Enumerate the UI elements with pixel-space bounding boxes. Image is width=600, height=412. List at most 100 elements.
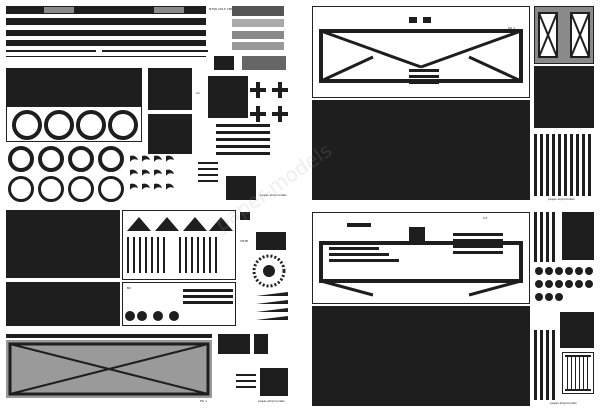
strip-label-1: NTSR 2015 CNTR-EX: [209, 7, 240, 11]
hull-panel-bottom: C3: [312, 212, 530, 304]
top-strip-1-gray-b: [154, 7, 184, 13]
crescent-parts: [130, 155, 174, 190]
vertical-bars-bottom-right: [534, 212, 555, 262]
parts-cluster-lower: [122, 210, 236, 280]
lower-bar-1: [183, 289, 233, 292]
wheel-2: [38, 146, 64, 172]
wheel-1: [8, 146, 34, 172]
ring-1: [12, 110, 42, 140]
dot-3: [153, 311, 163, 321]
wheel-3: [68, 146, 94, 172]
wheel-4: [98, 146, 124, 172]
strip-label-2: BLAK CNTR-EX FMR1: [84, 36, 116, 40]
part-label-c: C3: [483, 216, 488, 220]
bar-stack-4: [216, 145, 270, 148]
triangle-parts: [127, 217, 233, 231]
dark-panel-lower-left-2: [6, 282, 120, 326]
stamp-lower-left: paper-shipmodels: [258, 399, 285, 403]
thin-rule-3: [6, 56, 206, 57]
thin-rule-2: [102, 50, 208, 52]
stamp-lower-right: paper-shipmodels: [550, 401, 577, 405]
wheel-5: [8, 176, 34, 202]
top-strip-1: [6, 6, 206, 14]
ring-4: [108, 110, 138, 140]
hull-frame-top: [319, 17, 523, 84]
hull-frame-bottom-left: [8, 342, 210, 396]
small-dark-box-2: [256, 232, 286, 250]
dark-hull-block-bottom: [312, 306, 530, 406]
part-label-b: B2: [127, 286, 131, 290]
pin-parts: [127, 237, 217, 273]
ring-panel-upper: [6, 106, 142, 142]
dark-box-bottom-mid-2: [254, 334, 268, 354]
dark-panel-lower-left: [6, 210, 120, 278]
wedge-parts: [256, 292, 288, 320]
dark-hull-block-top: [312, 100, 530, 200]
ladder-part: [562, 352, 594, 394]
stamp-upper-right: paper-shipmodels: [548, 197, 575, 201]
top-strip-3: [6, 30, 206, 36]
mini-part-6: [242, 56, 286, 70]
small-bars-lower: [198, 162, 218, 164]
hull-panel-bottom-left: [6, 340, 212, 398]
wheel-6: [38, 176, 64, 202]
frame-part-top-right: [534, 6, 594, 64]
bar-stack-3: [216, 138, 270, 141]
ring-3: [76, 110, 106, 140]
parts-cluster-lower-2: B2: [122, 282, 236, 326]
dot-1: [125, 311, 135, 321]
lower-bar-2: [183, 295, 233, 298]
top-strip-4: [6, 40, 206, 46]
mid-label: CNTR: [240, 239, 249, 243]
dark-panel-top-left: [6, 68, 142, 106]
dot-2: [137, 311, 147, 321]
mini-part-2: [232, 19, 284, 27]
dark-box-bottom-mid-1: [218, 334, 250, 354]
top-strip-1-gray-a: [44, 7, 74, 13]
vertical-bars-top-right: [534, 134, 591, 196]
small-bars-lower-3: [198, 174, 218, 176]
vertical-bars-bottom-right-2: [534, 330, 555, 400]
dark-square-bottom-right-2: [560, 312, 594, 348]
frame-top-right-shape: [538, 12, 590, 58]
bar-stack-5: [216, 152, 270, 155]
mini-part-4: [232, 42, 284, 50]
dot-grid-bottom-right: [535, 267, 593, 301]
dark-box-bottom-mid-3: [260, 368, 288, 396]
small-bar-bottom-3: [236, 386, 256, 388]
ring-2: [44, 110, 74, 140]
wheel-7: [68, 176, 94, 202]
hull-title-top: PG 1: [508, 26, 515, 30]
hull-panel-top: PG 1: [312, 6, 530, 98]
wheel-8: [98, 176, 124, 202]
ladder-shape: [565, 355, 591, 391]
small-bar-bottom-2: [236, 380, 256, 382]
gear-wheel-part: [252, 254, 286, 288]
lower-bar-3: [183, 301, 233, 304]
bottom-tag: PG 1: [200, 399, 207, 403]
stamp-upper-left: paper-shipmodels: [260, 193, 287, 197]
mini-part-1: [232, 6, 284, 16]
part-label-a: A1: [196, 91, 200, 95]
bar-stack-1: [216, 124, 270, 127]
dark-square-1: [148, 68, 192, 110]
dark-square-bottom-right: [562, 212, 594, 260]
thin-rule-1: [6, 50, 96, 52]
hull-frame-bottom: [319, 223, 523, 297]
cross-parts: [250, 82, 288, 122]
top-strip-2: [6, 18, 206, 25]
small-bar-bottom-1: [236, 374, 256, 376]
small-bars-lower-2: [198, 168, 218, 170]
dark-block-lower: [226, 176, 256, 200]
small-dark-box-1: [240, 212, 250, 220]
dot-4: [169, 311, 179, 321]
dark-square-3: [208, 76, 248, 118]
dark-square-2: [148, 114, 192, 154]
dark-strip-bottom-left: [6, 334, 212, 338]
mini-part-3: [232, 31, 284, 39]
bar-stack-2: [216, 131, 270, 134]
mini-part-5: [214, 56, 234, 70]
dark-square-top-right: [534, 66, 594, 128]
small-bars-lower-4: [198, 180, 218, 182]
